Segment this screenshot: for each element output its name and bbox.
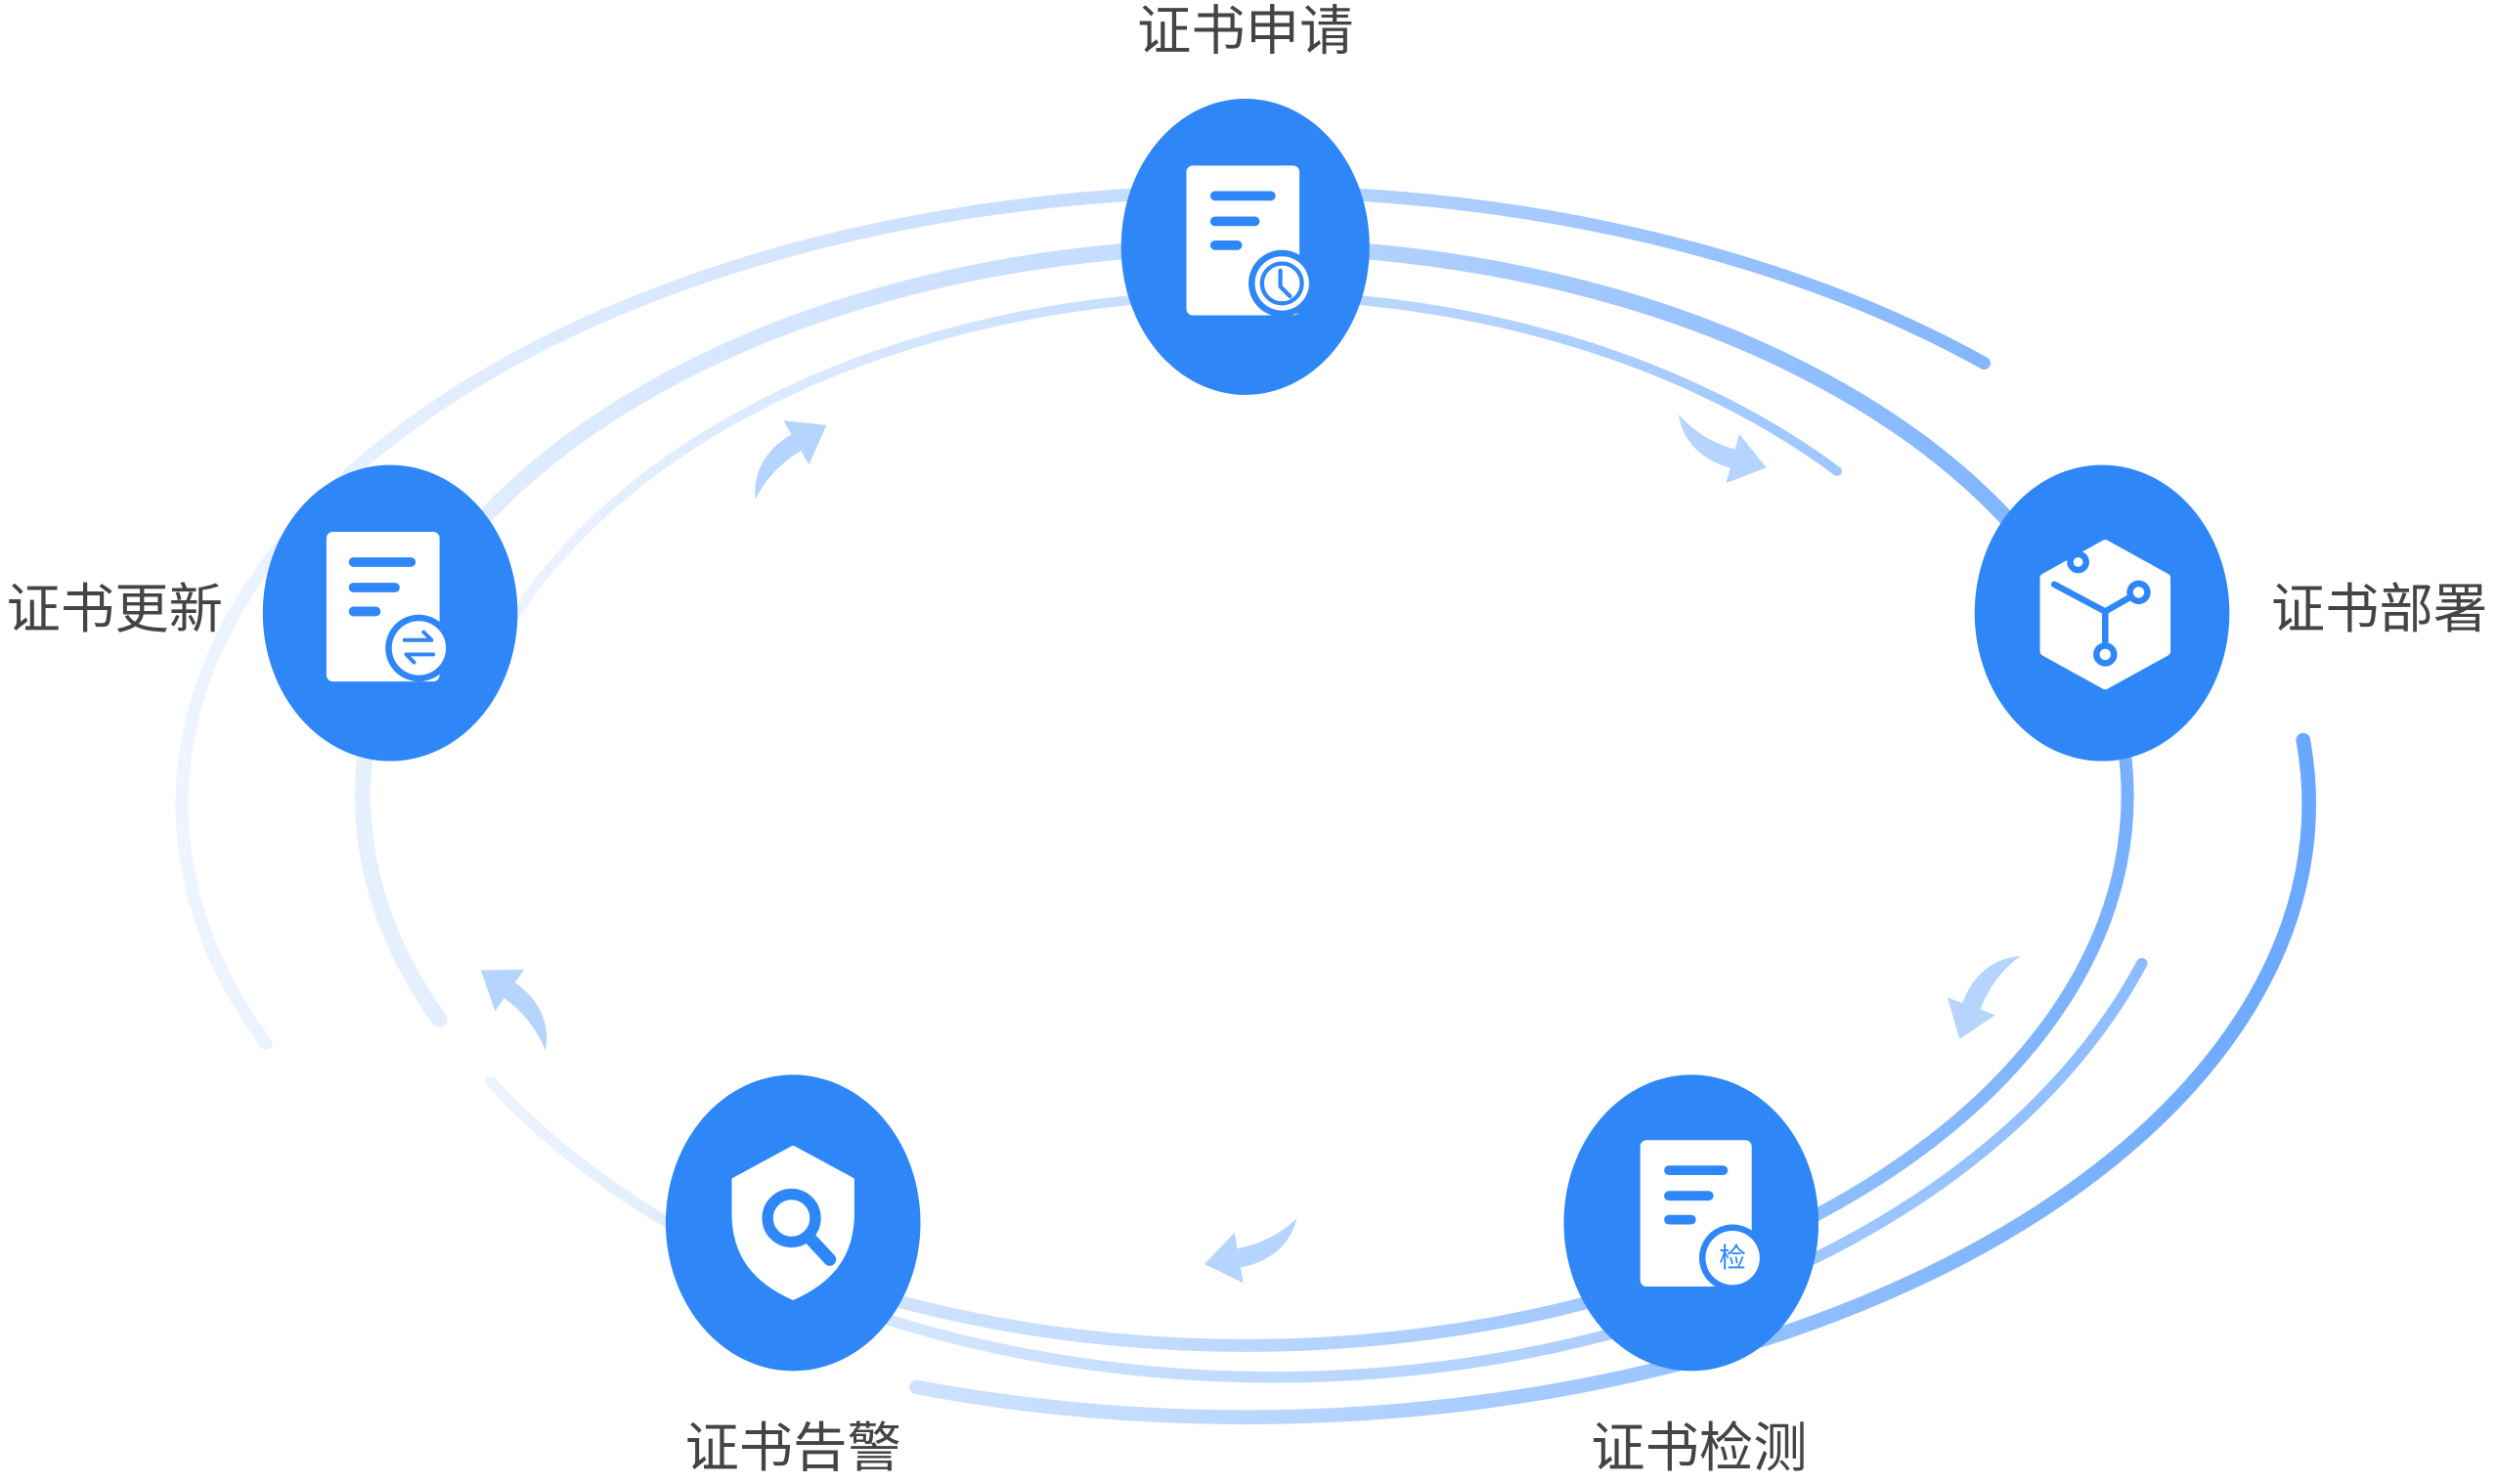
ring-arc-outer-lower xyxy=(909,732,2317,1424)
flow-arrow-alert-to-update xyxy=(464,949,577,1051)
stage-label-alert: 证书告警 xyxy=(684,1418,900,1480)
stage-node-deploy xyxy=(1974,464,2230,762)
ring-arc-middle-lower xyxy=(852,713,2134,1352)
ring-arc-inner-upper xyxy=(492,289,1842,651)
stage-label-application: 证书申请 xyxy=(1137,1,1353,64)
document-swap-icon xyxy=(326,532,453,682)
stage-node-update xyxy=(262,464,518,762)
document-clock-icon xyxy=(1186,165,1316,318)
stage-node-application xyxy=(1120,98,1370,395)
shield-search-icon xyxy=(731,1145,854,1300)
check-badge-text: 检 xyxy=(1719,1242,1746,1274)
flow-arrow-application-to-deploy xyxy=(1664,414,1774,493)
swap-icon xyxy=(402,630,436,665)
stage-label-update: 证书更新 xyxy=(7,579,223,641)
ring-arc-outer-upper xyxy=(175,185,1991,1051)
flow-arrow-deploy-to-check xyxy=(1935,938,2021,1050)
flow-arrow-check-to-alert xyxy=(1199,1218,1306,1289)
stage-label-deploy: 证书部署 xyxy=(2271,579,2487,641)
stage-node-check: 检 xyxy=(1563,1074,1819,1372)
document-check-icon: 检 xyxy=(1640,1140,1767,1291)
stage-label-check: 证书检测 xyxy=(1591,1418,1807,1480)
stage-node-alert xyxy=(665,1074,921,1372)
deploy-cube-icon xyxy=(2039,540,2171,690)
